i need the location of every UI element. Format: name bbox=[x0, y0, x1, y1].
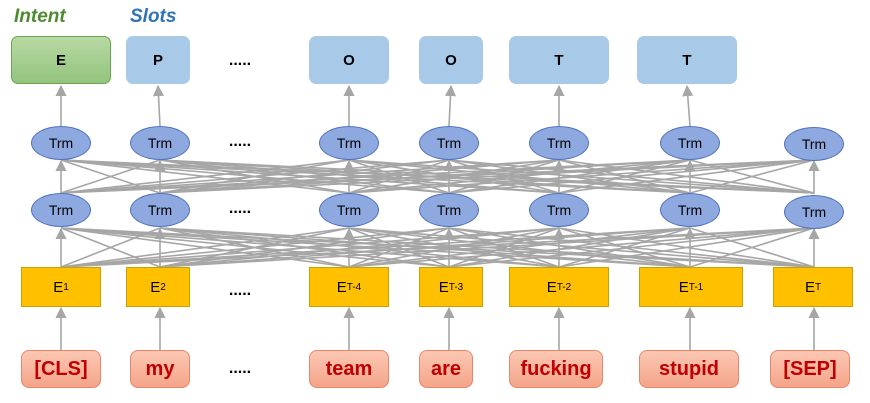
ellipsis: ..... bbox=[228, 52, 252, 69]
attention-line bbox=[60, 159, 560, 194]
attention-line bbox=[159, 227, 815, 268]
attention-line bbox=[448, 227, 560, 268]
transformer-node: Trm bbox=[529, 193, 589, 227]
attention-line bbox=[689, 227, 815, 268]
output-arrow bbox=[444, 84, 457, 127]
token-box: team bbox=[309, 350, 389, 388]
token-box: are bbox=[419, 350, 473, 388]
attention-line bbox=[60, 227, 560, 268]
transformer-node: Trm bbox=[31, 193, 91, 227]
transformer-node: Trm bbox=[784, 127, 844, 161]
slot-output-box: O bbox=[309, 36, 389, 84]
transformer-node: Trm bbox=[419, 126, 479, 160]
attention-line bbox=[348, 159, 450, 194]
token-box: fucking bbox=[509, 350, 603, 388]
attention-line bbox=[60, 159, 691, 194]
token-box: [CLS] bbox=[21, 350, 101, 388]
ellipsis: ..... bbox=[228, 133, 252, 150]
transformer-node: Trm bbox=[529, 126, 589, 160]
token-box: my bbox=[130, 350, 190, 388]
attention-line bbox=[60, 227, 161, 268]
output-arrow bbox=[152, 84, 165, 127]
attention-line bbox=[448, 227, 815, 268]
transformer-node: Trm bbox=[660, 126, 720, 160]
attention-line bbox=[558, 159, 815, 194]
attention-line bbox=[60, 227, 450, 268]
slot-output-box: O bbox=[419, 36, 483, 84]
attention-line bbox=[448, 159, 691, 194]
attention-line bbox=[60, 159, 815, 194]
token-box: stupid bbox=[639, 350, 739, 388]
intent-header: Intent bbox=[14, 6, 66, 27]
intent-output-box: E bbox=[11, 36, 111, 84]
transformer-node: Trm bbox=[319, 126, 379, 160]
transformer-node: Trm bbox=[419, 193, 479, 227]
attention-line bbox=[60, 227, 691, 268]
attention-line bbox=[448, 227, 691, 268]
transformer-node: Trm bbox=[319, 193, 379, 227]
attention-line bbox=[348, 159, 691, 194]
attention-line bbox=[60, 159, 161, 194]
attention-line bbox=[348, 227, 450, 268]
ellipsis: ..... bbox=[228, 360, 252, 377]
attention-line bbox=[558, 227, 815, 268]
transformer-node: Trm bbox=[130, 126, 190, 160]
attention-line bbox=[348, 227, 691, 268]
attention-line bbox=[60, 227, 815, 268]
attention-line bbox=[60, 159, 350, 194]
slot-output-box: T bbox=[637, 36, 737, 84]
attention-line bbox=[159, 159, 560, 194]
slot-output-box: P bbox=[126, 36, 190, 84]
attention-line bbox=[60, 227, 350, 268]
slot-output-box: T bbox=[509, 36, 609, 84]
attention-line bbox=[159, 227, 560, 268]
attention-line bbox=[448, 159, 560, 194]
token-box: [SEP] bbox=[770, 350, 850, 388]
transformer-node: Trm bbox=[784, 195, 844, 229]
transformer-node: Trm bbox=[660, 193, 720, 227]
attention-line bbox=[348, 159, 815, 194]
transformer-node: Trm bbox=[130, 193, 190, 227]
output-arrow bbox=[682, 84, 694, 127]
attention-line bbox=[60, 159, 450, 194]
slots-header: Slots bbox=[130, 6, 177, 27]
attention-line bbox=[348, 227, 815, 268]
attention-line bbox=[348, 227, 560, 268]
transformer-node: Trm bbox=[31, 126, 91, 160]
ellipsis: ..... bbox=[228, 200, 252, 217]
attention-line bbox=[689, 159, 815, 194]
ellipsis: ..... bbox=[228, 282, 252, 299]
attention-line bbox=[448, 159, 815, 194]
attention-line bbox=[159, 159, 815, 194]
